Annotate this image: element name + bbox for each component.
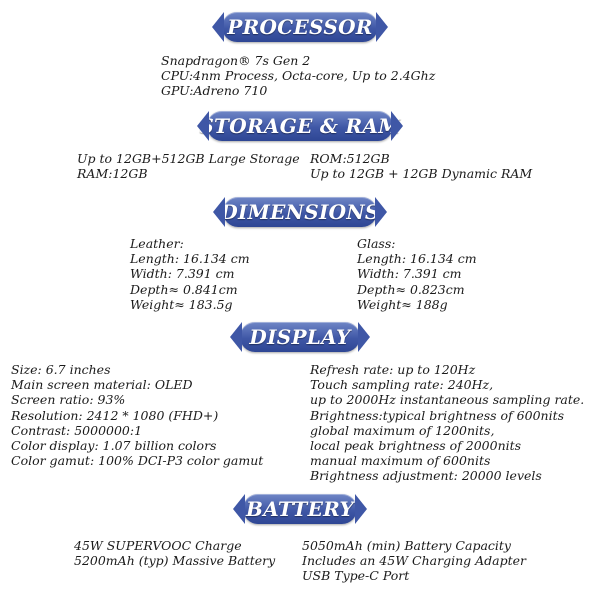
spec-line: local peak brightness of 2000nits [310, 438, 522, 454]
dimensions-leather: Leather: Length: 16.134 cm Width: 7.391 … [130, 236, 250, 312]
storage-banner: STORAGE & RAM [199, 111, 400, 141]
display-specs-right: Refresh rate: up to 120Hz Touch sampling… [310, 362, 584, 484]
spec-line: Screen ratio: 93% [11, 392, 126, 408]
processor-banner: PROCESSOR [222, 12, 378, 42]
battery-specs-right: 5050mAh (min) Battery Capacity Includes … [302, 538, 526, 584]
storage-title: STORAGE & RAM [199, 114, 401, 138]
spec-line: Leather: [130, 236, 184, 251]
spec-line: 45W SUPERVOOC Charge [74, 538, 242, 553]
spec-line: Brightness:typical brightness of 600nits [310, 407, 565, 423]
spec-line: Main screen material: OLED [11, 377, 193, 393]
spec-line: up to 2000Hz instantaneous sampling rate… [310, 392, 585, 408]
processor-title: PROCESSOR [227, 15, 373, 39]
spec-line: Up to 12GB + 12GB Dynamic RAM [310, 166, 533, 182]
spec-line: Includes an 45W Charging Adapter [302, 553, 526, 569]
spec-line: Size: 6.7 inches [11, 362, 111, 377]
spec-line: USB Type-C Port [302, 568, 410, 584]
spec-line: Depth≈ 0.841cm [130, 281, 238, 297]
spec-line: Weight≈ 188g [357, 296, 448, 312]
spec-line: 5200mAh (typ) Massive Battery [74, 553, 276, 569]
spec-line: Weight≈ 183.5g [130, 296, 233, 312]
spec-line: Contrast: 5000000:1 [11, 422, 143, 438]
dimensions-banner: DIMENSIONS [220, 197, 380, 227]
spec-line: CPU:4nm Process, Octa-core, Up to 2.4Ghz [161, 68, 436, 84]
spec-line: Touch sampling rate: 240Hz, [310, 377, 494, 393]
dimensions-title: DIMENSIONS [220, 200, 380, 224]
display-title: DISPLAY [249, 325, 351, 349]
battery-specs-left: 45W SUPERVOOC Charge 5200mAh (typ) Massi… [74, 538, 275, 568]
processor-specs: Snapdragon® 7s Gen 2 CPU:4nm Process, Oc… [161, 53, 435, 99]
display-specs-left: Size: 6.7 inches Main screen material: O… [11, 362, 263, 468]
spec-line: Glass: [357, 236, 396, 251]
spec-line: Refresh rate: up to 120Hz [310, 362, 476, 377]
battery-title: BATTERY [245, 497, 354, 521]
battery-banner: BATTERY [243, 494, 357, 524]
spec-line: Length: 16.134 cm [130, 251, 250, 267]
spec-line: Width: 7.391 cm [130, 266, 235, 282]
storage-specs-left: Up to 12GB+512GB Large Storage RAM:12GB [77, 151, 300, 181]
spec-line: Depth≈ 0.823cm [357, 281, 465, 297]
spec-line: Resolution: 2412 * 1080 (FHD+) [11, 407, 219, 423]
display-banner: DISPLAY [240, 322, 360, 352]
spec-line: Color display: 1.07 billion colors [11, 438, 217, 454]
spec-line: ROM:512GB [310, 151, 390, 166]
spec-line: Up to 12GB+512GB Large Storage [77, 151, 300, 166]
spec-line: RAM:12GB [77, 166, 148, 182]
dimensions-glass: Glass: Length: 16.134 cm Width: 7.391 cm… [357, 236, 477, 312]
spec-line: Length: 16.134 cm [357, 251, 477, 267]
storage-specs-right: ROM:512GB Up to 12GB + 12GB Dynamic RAM [310, 151, 532, 181]
spec-line: Width: 7.391 cm [357, 266, 462, 282]
spec-line: Color gamut: 100% DCI-P3 color gamut [11, 453, 264, 469]
spec-line: Snapdragon® 7s Gen 2 [161, 53, 311, 68]
spec-line: manual maximum of 600nits [310, 453, 491, 469]
spec-line: Brightness adjustment: 20000 levels [310, 468, 542, 484]
spec-line: GPU:Adreno 710 [161, 83, 268, 99]
spec-line: 5050mAh (min) Battery Capacity [302, 538, 511, 553]
spec-line: global maximum of 1200nits, [310, 422, 495, 438]
